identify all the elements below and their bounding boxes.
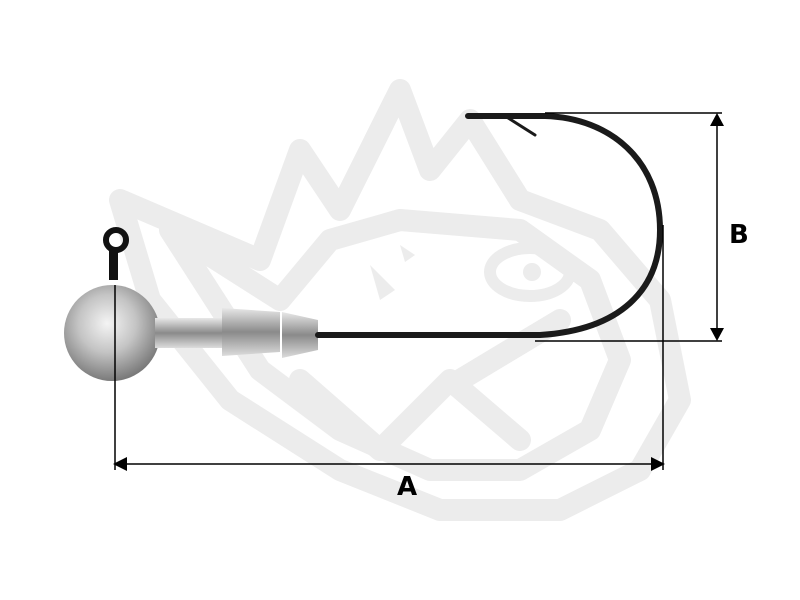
dimension-label-a: A	[397, 472, 418, 502]
dimension-b	[535, 112, 724, 342]
hook-wire	[315, 113, 664, 338]
lead-ball-head	[64, 285, 160, 381]
lead-collar	[155, 308, 318, 358]
dimension-label-b: B	[729, 220, 749, 250]
hook-eye	[103, 227, 129, 280]
watermark-eye	[370, 242, 576, 302]
dimension-a	[113, 225, 665, 471]
watermark-fish-logo	[109, 79, 691, 521]
